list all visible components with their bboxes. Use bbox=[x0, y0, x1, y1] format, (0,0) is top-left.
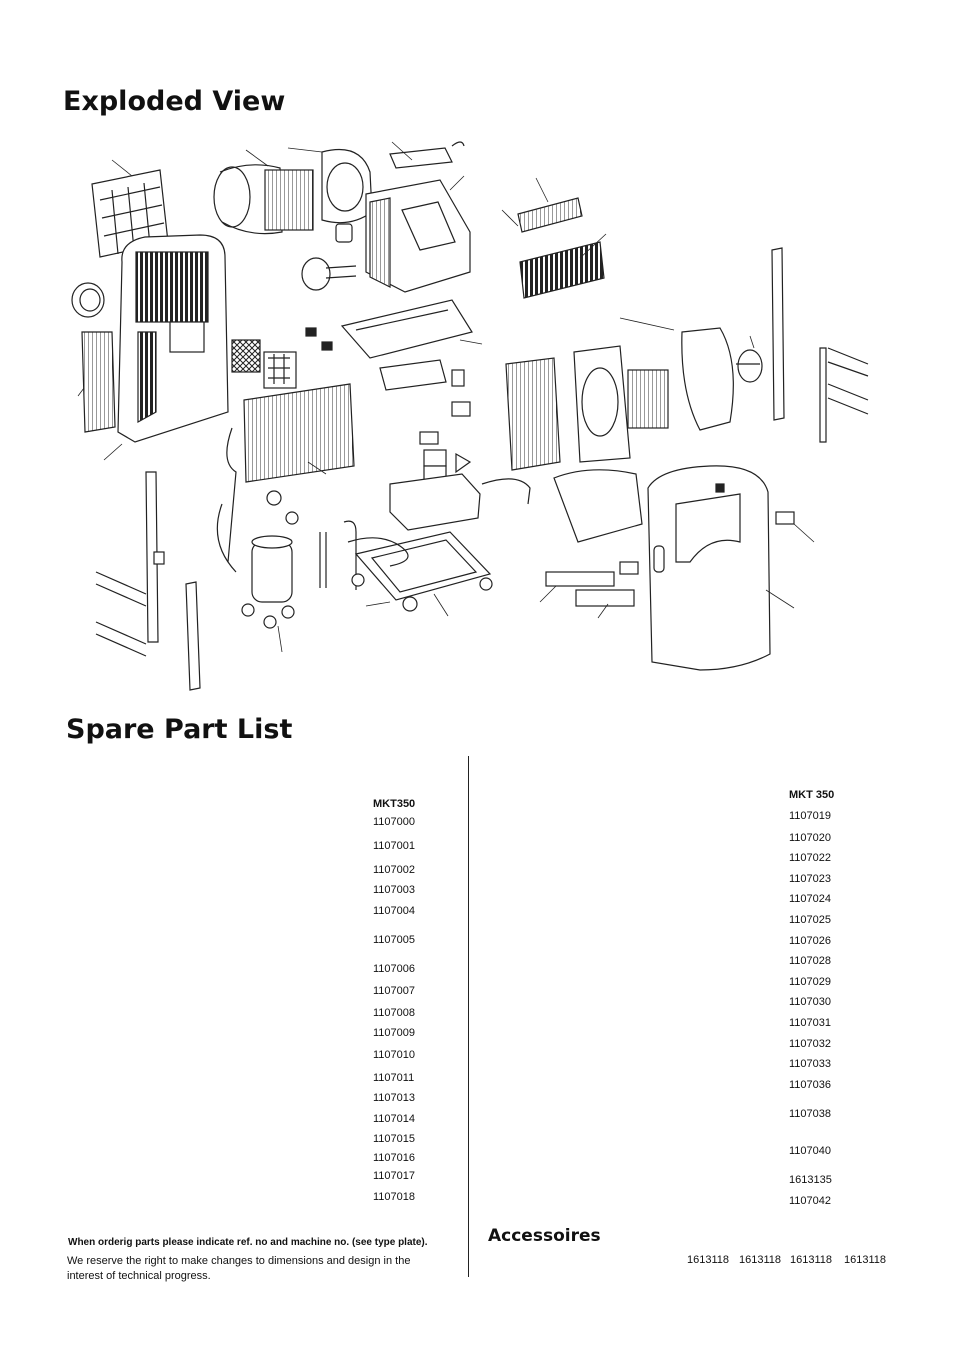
part-number: 1107011 bbox=[373, 1072, 415, 1084]
part-number: 1107033 bbox=[789, 1058, 832, 1070]
louver-assembly bbox=[517, 197, 605, 299]
part-number: 1107020 bbox=[789, 832, 832, 844]
part-number: 1107023 bbox=[789, 873, 832, 885]
accessory-part-number: 1613118 bbox=[739, 1254, 782, 1266]
front-cover bbox=[647, 465, 795, 671]
part-number: 1107008 bbox=[373, 1007, 416, 1019]
part-number: 1107042 bbox=[789, 1195, 832, 1207]
part-number: 1107025 bbox=[789, 914, 832, 926]
part-number: 1107007 bbox=[373, 985, 416, 997]
left-bracket bbox=[145, 471, 159, 643]
part-number: 1107017 bbox=[373, 1170, 416, 1182]
exhaust-adapter bbox=[71, 282, 105, 318]
part-number: 1107031 bbox=[789, 1017, 832, 1029]
part-number: 1107006 bbox=[373, 963, 416, 975]
exploded-view-heading: Exploded View bbox=[63, 86, 286, 117]
part-number: 1107010 bbox=[373, 1049, 416, 1061]
top-cover bbox=[340, 299, 473, 359]
accessory-part-number: 1613118 bbox=[687, 1254, 730, 1266]
part-number: 1107030 bbox=[789, 996, 832, 1008]
condenser bbox=[216, 383, 355, 573]
part-number: 1613135 bbox=[789, 1174, 832, 1186]
part-number: 1107004 bbox=[373, 905, 416, 917]
pipe bbox=[319, 520, 357, 590]
part-number: 1107026 bbox=[789, 935, 832, 947]
part-number: 1107032 bbox=[789, 1038, 832, 1050]
part-number: 1107014 bbox=[373, 1113, 416, 1125]
part-number: 1107024 bbox=[789, 893, 832, 905]
side-bracket bbox=[771, 247, 785, 421]
base-plate bbox=[351, 531, 493, 612]
part-number: 1107003 bbox=[373, 884, 416, 896]
float-switch bbox=[379, 359, 447, 391]
evaporator-housing bbox=[365, 179, 471, 293]
disclaimer-note: We reserve the right to make changes to … bbox=[67, 1255, 411, 1282]
part-number: 1107022 bbox=[789, 852, 832, 864]
control-board bbox=[389, 147, 453, 169]
carbon-filter bbox=[231, 339, 261, 373]
blower-housing bbox=[213, 148, 373, 235]
condenser-fan-housing bbox=[573, 327, 763, 463]
fan-motor bbox=[301, 257, 357, 291]
lower-filter bbox=[81, 331, 116, 433]
part-number: 1107015 bbox=[373, 1133, 416, 1145]
part-number: 1107002 bbox=[373, 864, 416, 876]
accessory-part-number: 1613118 bbox=[844, 1254, 887, 1266]
part-number: 1107029 bbox=[789, 976, 832, 988]
rear-panel bbox=[117, 234, 229, 443]
right-model-header: MKT 350 bbox=[789, 789, 835, 801]
capacitor bbox=[335, 223, 353, 243]
part-number: 1107038 bbox=[789, 1108, 832, 1120]
part-number: 1107005 bbox=[373, 934, 416, 946]
compressor bbox=[241, 490, 299, 629]
evaporator bbox=[505, 357, 561, 471]
ordering-note: When orderig parts please indicate ref. … bbox=[68, 1237, 428, 1248]
water-tank bbox=[389, 473, 481, 531]
left-model-header: MKT350 bbox=[373, 798, 416, 810]
part-number: 1107001 bbox=[373, 840, 416, 852]
spare-part-list-heading: Spare Part List bbox=[66, 714, 293, 745]
part-number: 1107040 bbox=[789, 1145, 832, 1157]
accessory-part-number: 1613118 bbox=[790, 1254, 833, 1266]
part-number: 1107013 bbox=[373, 1092, 416, 1104]
part-number: 1107019 bbox=[789, 810, 832, 822]
column-divider bbox=[468, 756, 469, 1277]
part-number: 1107018 bbox=[373, 1191, 416, 1203]
part-number: 1107009 bbox=[373, 1027, 416, 1039]
part-number: 1107016 bbox=[373, 1152, 416, 1164]
part-number: 1107000 bbox=[373, 816, 416, 828]
part-number: 1107028 bbox=[789, 955, 832, 967]
part-number: 1107036 bbox=[789, 1079, 832, 1091]
power-cord bbox=[347, 537, 409, 567]
control-panel bbox=[553, 469, 643, 543]
exploded-view-diagram bbox=[71, 141, 869, 691]
accessories-heading: Accessoires bbox=[488, 1226, 601, 1246]
